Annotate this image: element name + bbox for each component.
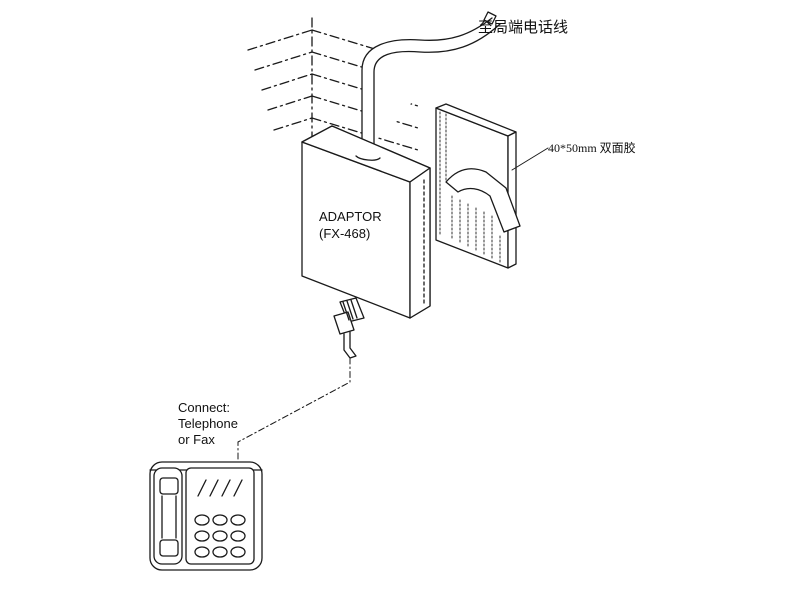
tape-leader-line [511, 147, 549, 171]
connect-device-telephone: Telephone [178, 416, 238, 431]
connect-title: Connect: [178, 400, 231, 415]
phone-line-cable-icon [361, 11, 501, 156]
adaptor-label: ADAPTOR (FX-468) [319, 208, 382, 242]
adaptor-box-icon [301, 125, 431, 319]
rj11-plug-icon [333, 297, 365, 359]
connect-label: Connect: Telephone or Fax [178, 400, 238, 448]
line-to-exchange-label: 至局端电话线 [478, 19, 569, 36]
telephone-cord-icon [237, 357, 351, 463]
telephone-icon [149, 461, 263, 571]
wall-icon [247, 17, 419, 151]
double-sided-tape-icon [435, 103, 521, 269]
tape-size-label: 40*50mm 双面胶 [548, 141, 636, 155]
adaptor-name: ADAPTOR [319, 209, 382, 224]
adaptor-model: (FX-468) [319, 226, 371, 241]
connect-device-fax: or Fax [178, 432, 215, 447]
